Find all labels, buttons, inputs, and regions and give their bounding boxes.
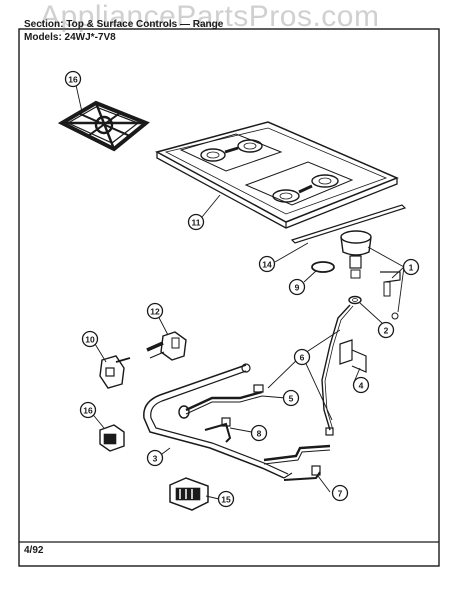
callout-3-number: 3 — [153, 454, 158, 464]
burner-tube-right-drawing — [263, 427, 334, 481]
callout-7: 7 — [331, 484, 349, 502]
footer-date: 4/92 — [24, 545, 44, 556]
watermark: AppliancePartsPros.com — [40, 0, 380, 33]
callout-labels: 16 11 14 9 1 2 6 4 12 10 5 16 8 3 7 15 — [64, 70, 420, 508]
callout-13: 16 — [64, 70, 82, 88]
callout-9-number: 9 — [295, 283, 300, 293]
o-ring-drawing — [311, 261, 335, 273]
callout-3: 3 — [146, 449, 164, 467]
callout-8-number: 8 — [257, 429, 262, 439]
callout-11-number: 11 — [192, 218, 201, 228]
callout-16-number: 16 — [83, 406, 93, 416]
callout-8: 8 — [250, 424, 268, 442]
callout-5: 5 — [282, 389, 300, 407]
callout-7-number: 7 — [338, 489, 343, 499]
callout-1-number: 1 — [409, 263, 414, 273]
callout-4-number: 4 — [359, 381, 364, 391]
diagram-frame — [18, 28, 440, 567]
regulator-drawing — [99, 355, 131, 389]
spark-module-drawing — [169, 477, 209, 511]
callout-11: 11 — [187, 213, 205, 231]
callout-16: 16 — [79, 401, 97, 419]
callout-15: 15 — [217, 490, 235, 508]
terminal-block-drawing — [99, 424, 125, 452]
burner-tube-left-drawing — [178, 384, 264, 443]
callout-14: 14 — [258, 255, 276, 273]
callout-13-number: 16 — [68, 75, 78, 85]
callout-6-number: 6 — [300, 353, 305, 363]
callout-14-number: 14 — [262, 260, 272, 270]
callout-10-number: 10 — [85, 335, 95, 345]
cooktop-drawing — [154, 121, 407, 244]
callout-6: 6 — [293, 348, 311, 366]
valve-assembly-drawing — [321, 230, 401, 431]
manifold-drawing — [143, 363, 293, 479]
models-line: Models: 24WJ*-7V8 — [24, 32, 116, 43]
callout-10: 10 — [81, 330, 99, 348]
leader-lines — [75, 84, 405, 500]
callout-15-number: 15 — [221, 495, 231, 505]
ignition-switch-drawing — [146, 331, 187, 361]
callout-5-number: 5 — [289, 394, 294, 404]
callout-9: 9 — [288, 278, 306, 296]
callout-1: 1 — [402, 258, 420, 276]
callout-12: 12 — [146, 302, 164, 320]
callout-2: 2 — [377, 321, 395, 339]
callout-4: 4 — [352, 376, 370, 394]
callout-2-number: 2 — [384, 326, 389, 336]
section-title: Section: Top & Surface Controls — Range — [24, 19, 224, 30]
burner-grate-drawing — [57, 100, 150, 152]
callout-12-number: 12 — [150, 307, 160, 317]
